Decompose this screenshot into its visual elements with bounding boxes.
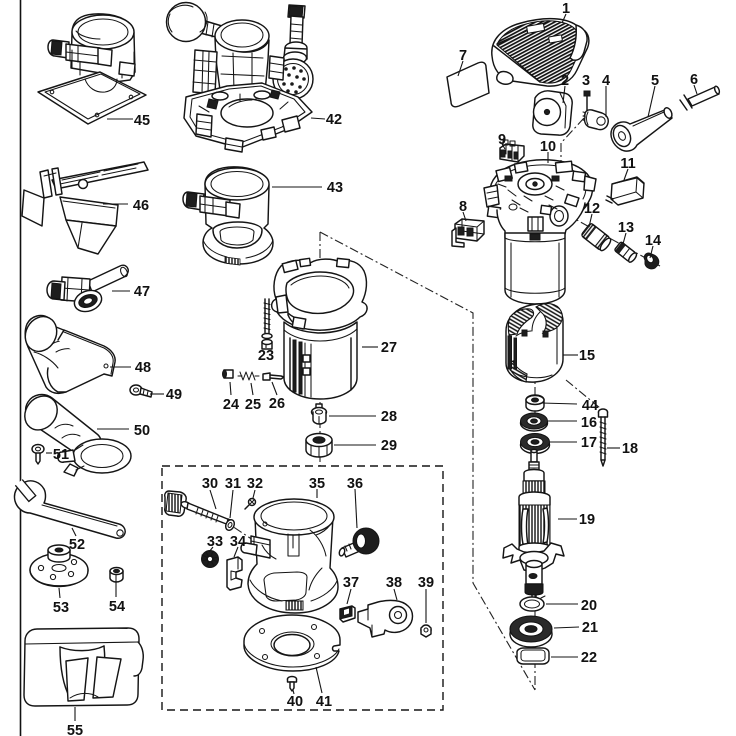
svg-text:5: 5 (651, 73, 659, 89)
svg-text:45: 45 (134, 113, 150, 129)
svg-text:20: 20 (581, 598, 597, 614)
svg-text:16: 16 (581, 415, 597, 431)
svg-text:47: 47 (134, 284, 150, 300)
svg-text:50: 50 (134, 423, 150, 439)
svg-text:44: 44 (582, 398, 598, 414)
svg-text:8: 8 (459, 199, 467, 215)
svg-text:29: 29 (381, 438, 397, 454)
svg-text:31: 31 (225, 476, 241, 492)
svg-text:19: 19 (579, 512, 595, 528)
svg-text:26: 26 (269, 396, 285, 412)
svg-text:17: 17 (581, 435, 597, 451)
svg-text:38: 38 (386, 575, 402, 591)
svg-text:42: 42 (326, 112, 342, 128)
svg-text:10: 10 (540, 139, 556, 155)
svg-text:23: 23 (258, 348, 274, 364)
svg-text:22: 22 (581, 650, 597, 666)
svg-text:43: 43 (327, 180, 343, 196)
svg-text:35: 35 (309, 476, 325, 492)
svg-text:36: 36 (347, 476, 363, 492)
svg-text:37: 37 (343, 575, 359, 591)
svg-text:1: 1 (562, 1, 570, 17)
svg-text:34: 34 (230, 534, 246, 550)
svg-text:53: 53 (53, 600, 69, 616)
svg-text:40: 40 (287, 694, 303, 710)
svg-text:48: 48 (135, 360, 151, 376)
svg-text:14: 14 (645, 233, 661, 249)
svg-text:41: 41 (316, 694, 332, 710)
svg-text:27: 27 (381, 340, 397, 356)
svg-text:33: 33 (207, 534, 223, 550)
svg-text:39: 39 (418, 575, 434, 591)
svg-text:7: 7 (459, 48, 467, 64)
svg-text:2: 2 (561, 73, 569, 89)
svg-text:21: 21 (582, 620, 598, 636)
svg-text:18: 18 (622, 441, 638, 457)
svg-text:54: 54 (109, 599, 125, 615)
svg-text:13: 13 (618, 220, 634, 236)
svg-text:46: 46 (133, 198, 149, 214)
svg-text:51: 51 (53, 447, 69, 463)
svg-text:55: 55 (67, 723, 83, 736)
svg-text:49: 49 (166, 387, 182, 403)
svg-text:9: 9 (498, 132, 506, 148)
svg-text:32: 32 (247, 476, 263, 492)
svg-text:11: 11 (620, 156, 635, 172)
svg-text:24: 24 (223, 397, 239, 413)
svg-text:12: 12 (584, 201, 600, 217)
svg-text:6: 6 (690, 72, 698, 88)
svg-text:15: 15 (579, 348, 595, 364)
svg-text:4: 4 (602, 73, 610, 89)
svg-text:30: 30 (202, 476, 218, 492)
svg-text:25: 25 (245, 397, 261, 413)
svg-text:3: 3 (582, 73, 590, 89)
svg-text:52: 52 (69, 537, 85, 553)
svg-text:28: 28 (381, 409, 397, 425)
